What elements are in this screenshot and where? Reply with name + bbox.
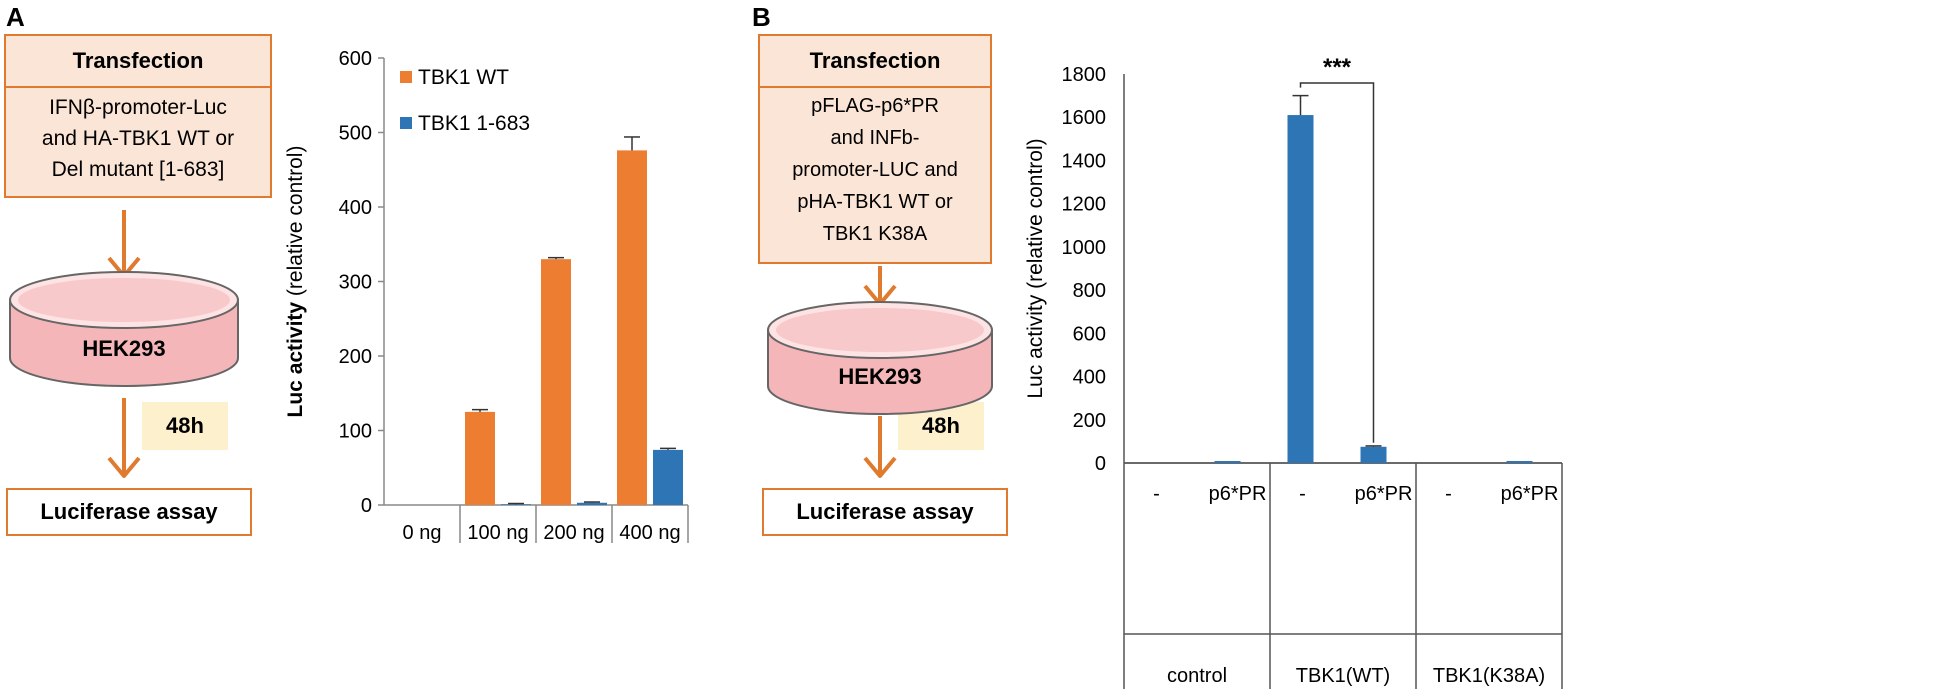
chart-a-legend-label: TBK1 WT [418, 66, 509, 89]
chart-b-bar [1360, 446, 1387, 463]
chart-b-subcategory-label: - [1299, 483, 1306, 505]
chart-b-y-tick-label: 200 [1073, 410, 1106, 432]
panel-a-box-line: IFNβ-promoter-Luc [49, 96, 227, 119]
panel-a-box-body: IFNβ-promoter-Luc and HA-TBK1 WT or Del … [6, 92, 270, 185]
chart-b-y-tick-label: 600 [1073, 323, 1106, 345]
chart-b-y-tick-label: 1000 [1062, 237, 1107, 259]
chart-a-legend-label: TBK1 1-683 [418, 112, 530, 135]
panel-a-arrow-2-head [107, 456, 141, 478]
chart-a-x-tick-label: 100 ng [467, 522, 528, 544]
panel-b-box-line: promoter-LUC and [792, 159, 958, 181]
chart-b-y-tick-label: 1200 [1062, 194, 1107, 216]
panel-a-box-line: Del mutant [1-683] [51, 158, 225, 181]
panel-b-box-body: pFLAG-p6*PR and INFb- promoter-LUC and p… [760, 90, 990, 250]
panel-a-dish-label: HEK293 [82, 336, 165, 361]
chart-a-y-tick-label: 100 [339, 421, 372, 443]
panel-a-time-label: 48h [142, 402, 228, 450]
panel-a-box-title: Transfection [72, 48, 204, 73]
chart-b-significance-label: *** [1323, 54, 1352, 81]
chart-a-bar [501, 504, 531, 505]
panel-a-transfection-box: Transfection IFNβ-promoter-Luc and HA-TB… [4, 34, 272, 198]
panel-a-box-divider [6, 86, 270, 88]
chart-b-subcategory-label: - [1153, 483, 1160, 505]
chart-b-subcategory-label: - [1445, 483, 1452, 505]
chart-b-y-tick-label: 1800 [1062, 64, 1107, 86]
panel-b-assay-box: Luciferase assay [762, 488, 1008, 536]
panel-b-box-line: pHA-TBK1 WT or [797, 191, 953, 213]
panel-b-dish-medium [776, 308, 984, 352]
panel-b-arrow-2-head [863, 456, 897, 478]
chart-b-group-label: TBK1(K38A) [1433, 665, 1545, 687]
chart-b-significance-bracket [1299, 82, 1375, 443]
chart-a-legend-swatch [400, 117, 412, 129]
chart-b-group-label: control [1167, 665, 1227, 687]
panel-a-letter: A [6, 2, 25, 32]
panel-a-assay-box: Luciferase assay [6, 488, 252, 536]
panel-b-box-line: and INFb- [830, 127, 920, 149]
chart-a-x-tick-label: 400 ng [619, 522, 680, 544]
panel-b-letter: B [752, 2, 771, 32]
panel-a-box-line: and HA-TBK1 WT or [41, 127, 235, 150]
chart-a-y-tick-label: 600 [339, 48, 372, 70]
chart-a-bar [577, 502, 607, 505]
chart-a-y-tick-label: 500 [339, 123, 372, 145]
chart-b-bar [1506, 461, 1533, 463]
chart-a-y-tick-label: 300 [339, 272, 372, 294]
panel-b-dish-label: HEK293 [838, 364, 921, 389]
panel-b-box-line: TBK1 K38A [822, 223, 928, 245]
chart-b-y-tick-label: 400 [1073, 367, 1106, 389]
panel-a-dish-medium [18, 278, 230, 322]
chart-b-subcategory-label: p6*PR [1355, 483, 1413, 505]
chart-a-y-tick-label: 200 [339, 346, 372, 368]
chart-a-x-tick-label: 0 ng [403, 522, 442, 544]
chart-a-bar [653, 449, 683, 505]
chart-b-group-label: TBK1(WT) [1296, 665, 1390, 687]
panel-b-box-line: pFLAG-p6*PR [811, 95, 939, 117]
chart-a-y-axis-label: Luc activity (relative control) [284, 146, 307, 418]
panel-b-transfection-box: Transfection pFLAG-p6*PR and INFb- promo… [758, 34, 992, 264]
chart-b-bar [1287, 115, 1314, 464]
chart-b-y-tick-label: 0 [1095, 453, 1106, 475]
chart-b-y-tick-label: 1600 [1062, 107, 1107, 129]
chart-b-subcategory-label: p6*PR [1501, 483, 1559, 505]
chart-a-bar [465, 411, 495, 505]
panel-b-box-title: Transfection [809, 48, 941, 73]
chart-a-legend-swatch [400, 71, 412, 83]
chart-b-y-axis-label: Luc activity (relative control) [1024, 138, 1047, 398]
chart-a-x-tick-label: 200 ng [543, 522, 604, 544]
chart-b-bar [1214, 461, 1241, 463]
chart-a-bar [617, 150, 647, 505]
chart-a-bar [541, 259, 571, 505]
chart-b-y-tick-label: 800 [1073, 280, 1106, 302]
panel-b-box-divider [760, 86, 990, 88]
chart-b-subcategory-label: p6*PR [1209, 483, 1267, 505]
chart-a-y-tick-label: 400 [339, 197, 372, 219]
chart-a-y-tick-label: 0 [361, 495, 372, 517]
chart-b-y-tick-label: 1400 [1062, 150, 1107, 172]
